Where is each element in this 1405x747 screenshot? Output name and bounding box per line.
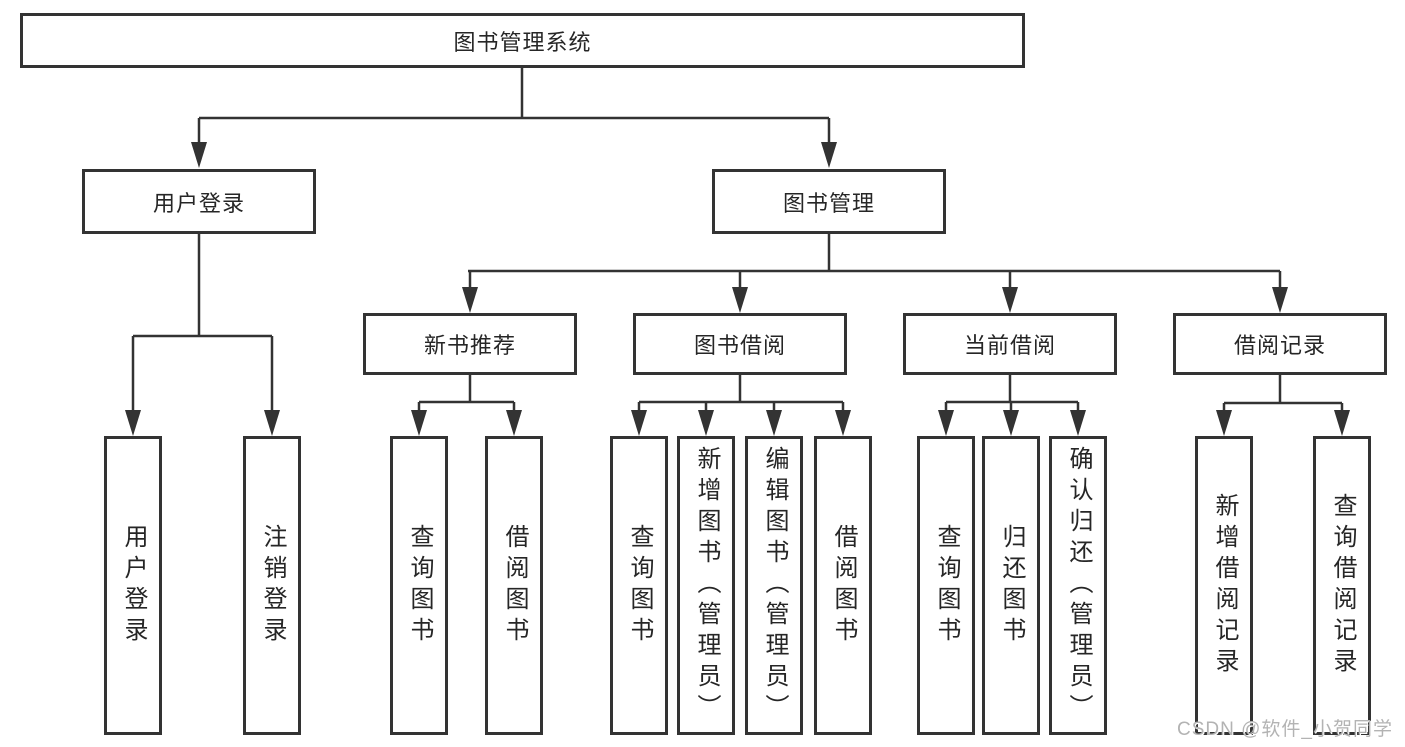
leaf-edit-books-admin: 编辑图书（管理员） (745, 436, 803, 735)
leaf-borrow-books-1: 借阅图书 (485, 436, 543, 735)
leaf-add-books-admin: 新增图书（管理员） (677, 436, 735, 735)
connector-newbook-to-children (417, 375, 516, 412)
arrow-down-icon (1003, 410, 1019, 436)
leaf-logout: 注销登录 (243, 436, 301, 735)
connector-records-to-children (1222, 375, 1344, 412)
arrow-down-icon (732, 287, 748, 313)
leaf-borrow-books-2: 借阅图书 (814, 436, 872, 735)
node-current-borrow: 当前借阅 (903, 313, 1117, 375)
arrow-down-icon (821, 142, 837, 168)
arrow-down-icon (631, 410, 647, 436)
node-book-management: 图书管理 (712, 169, 946, 234)
arrow-down-icon (506, 410, 522, 436)
leaf-return-books: 归还图书 (982, 436, 1040, 735)
connector-bookmgmt-to-level3 (468, 234, 1282, 289)
arrow-down-icon (462, 287, 478, 313)
leaf-query-books-2: 查询图书 (610, 436, 668, 735)
leaf-query-books-3: 查询图书 (917, 436, 975, 735)
connector-root-to-level2 (197, 68, 831, 144)
arrow-down-icon (191, 142, 207, 168)
node-borrow-records: 借阅记录 (1173, 313, 1387, 375)
node-new-book-recommend: 新书推荐 (363, 313, 577, 375)
arrow-down-icon (766, 410, 782, 436)
leaf-query-borrow-record: 查询借阅记录 (1313, 436, 1371, 735)
connector-userlogin-to-children (131, 234, 274, 412)
arrow-down-icon (938, 410, 954, 436)
csdn-watermark: CSDN @软件_小贺同学 (1177, 719, 1393, 740)
arrow-down-icon (1272, 287, 1288, 313)
node-user-login: 用户登录 (82, 169, 316, 234)
node-library-management-system: 图书管理系统 (20, 13, 1025, 68)
arrow-down-icon (1070, 410, 1086, 436)
node-book-borrow: 图书借阅 (633, 313, 847, 375)
leaf-query-books-1: 查询图书 (390, 436, 448, 735)
arrow-down-icon (698, 410, 714, 436)
arrow-down-icon (835, 410, 851, 436)
leaf-add-borrow-record: 新增借阅记录 (1195, 436, 1253, 735)
leaf-user-login: 用户登录 (104, 436, 162, 735)
connector-currentborrow-to-children (944, 375, 1080, 412)
leaf-confirm-return-admin: 确认归还（管理员） (1049, 436, 1107, 735)
connector-bookborrow-to-children (637, 375, 845, 412)
arrow-down-icon (411, 410, 427, 436)
arrow-down-icons (125, 142, 1350, 436)
arrow-down-icon (125, 410, 141, 436)
arrow-down-icon (264, 410, 280, 436)
arrow-down-icon (1334, 410, 1350, 436)
arrow-down-icon (1002, 287, 1018, 313)
arrow-down-icon (1216, 410, 1232, 436)
